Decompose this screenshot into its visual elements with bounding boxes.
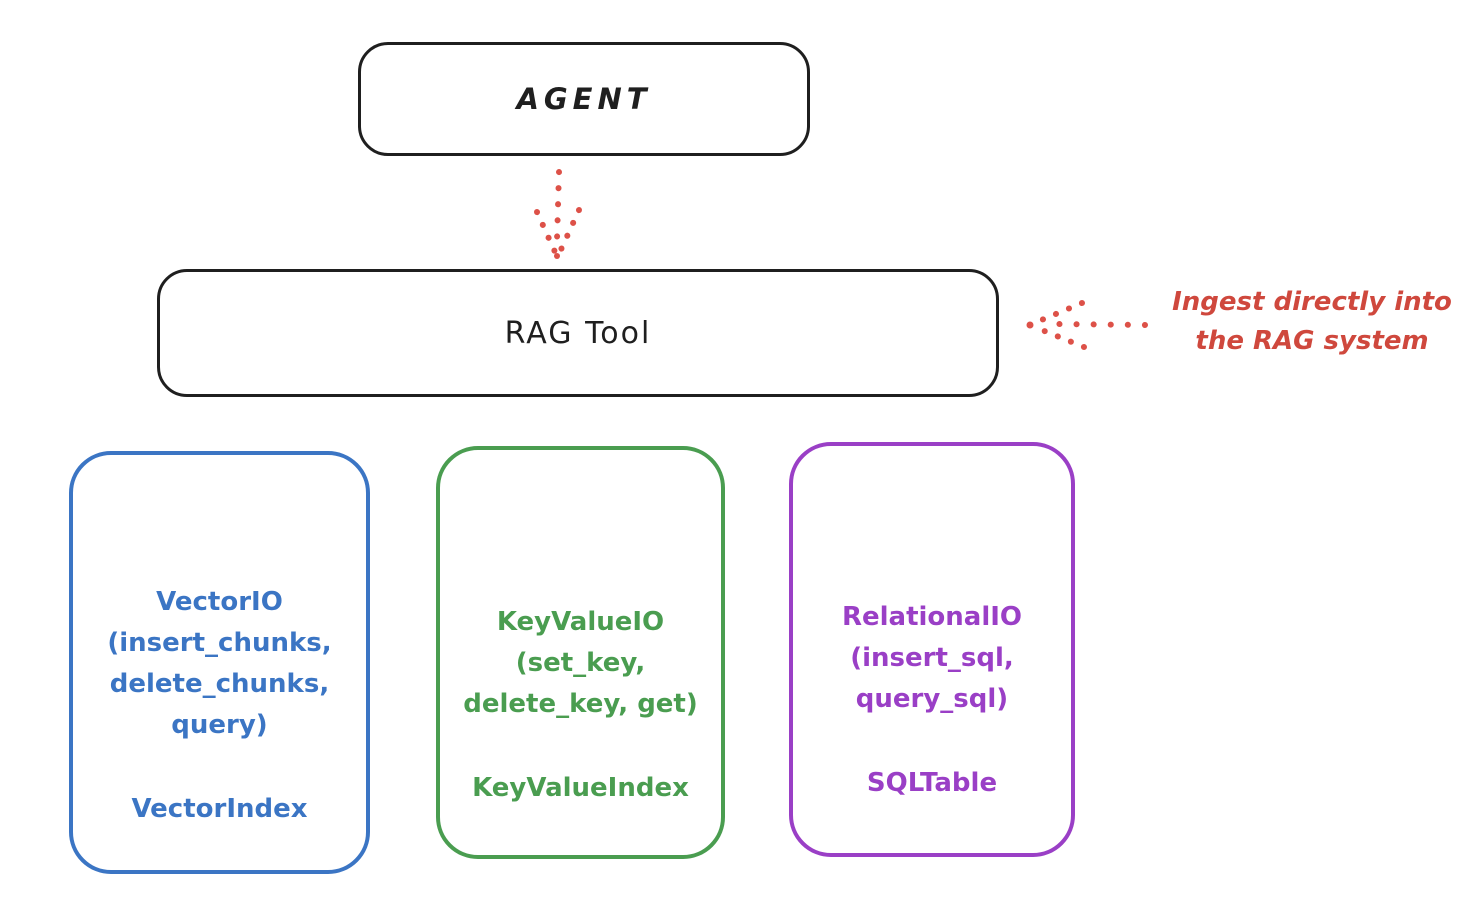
relational-io-line2: (insert_sql, [850,643,1014,673]
key-value-io-line1: KeyValueIO [496,606,665,637]
dotted-arrow-down-icon [534,169,582,259]
dotted-arrow-left-icon [1026,300,1148,350]
ingest-annotation-line2: the RAG system [1195,326,1429,356]
agent-node-label: AGENT [516,82,652,116]
rag-tool-node-label: RAG Tool [504,315,652,351]
agent-node: AGENT [358,42,810,156]
vector-io-line4: query) [171,709,268,740]
vector-index-label: VectorIndex [131,793,308,824]
sql-table-label: SQLTable [866,768,998,798]
key-value-io-line3: delete_key, get) [463,688,698,719]
relational-io-line3: query_sql) [855,684,1009,714]
vector-io-node: VectorIO (insert_chunks, delete_chunks, … [69,451,370,874]
ingest-annotation: Ingest directly into the RAG system [1140,283,1484,361]
vector-io-line2: (insert_chunks, [107,627,332,658]
ingest-annotation-line1: Ingest directly into [1172,287,1452,317]
key-value-io-node: KeyValueIO (set_key, delete_key, get) Ke… [436,446,725,859]
vector-io-line3: delete_chunks, [109,668,330,699]
key-value-io-line2: (set_key, [515,647,646,678]
key-value-index-label: KeyValueIndex [472,772,689,803]
rag-tool-node: RAG Tool [157,269,999,397]
relational-io-line1: RelationalIO [841,602,1023,632]
relational-io-node: RelationalIO (insert_sql, query_sql) SQL… [789,442,1075,857]
vector-io-line1: VectorIO [156,586,283,617]
